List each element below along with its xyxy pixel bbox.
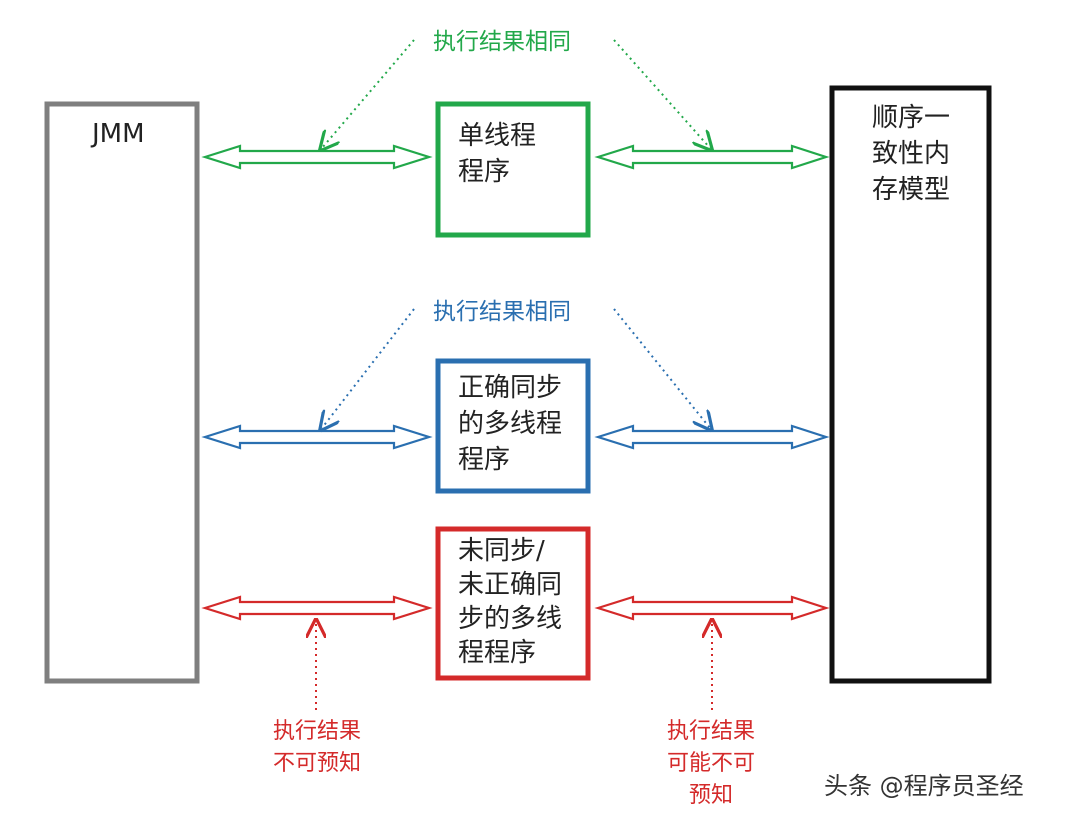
unsynced-line-1: 未同步/ — [458, 536, 545, 566]
blue-pointer-right — [613, 308, 710, 428]
synced-program-box — [435, 358, 591, 494]
double-arrow-synced-sc — [594, 424, 830, 450]
unsynced-line-2: 未正确同 — [458, 570, 563, 600]
sc-line-2: 致性内 — [871, 139, 950, 169]
unsynced-line-4: 程程序 — [458, 638, 537, 668]
jmm-label: JMM — [92, 119, 145, 149]
single-line-2: 程序 — [458, 157, 511, 187]
sc-line-1: 顺序一 — [871, 103, 950, 133]
double-arrow-jmm-synced — [201, 424, 433, 450]
synced-result-same-note: 执行结果相同 — [433, 299, 571, 325]
unsynced-line-3: 步的多线 — [458, 604, 563, 634]
sc-line-3: 存模型 — [871, 175, 950, 205]
maybe-line-1: 执行结果 — [666, 719, 755, 744]
unsynced-unpredictable-note: 执行结果 不可预知 — [258, 716, 376, 780]
double-arrow-jmm-unsynced — [201, 595, 433, 621]
unsynced-program-box — [435, 526, 591, 681]
sc-memory-model-box — [829, 85, 992, 684]
double-arrow-jmm-single — [201, 144, 433, 170]
maybe-line-2: 可能不可 — [666, 751, 755, 776]
unpredictable-line-2: 不可预知 — [272, 751, 361, 776]
jmm-box — [44, 101, 200, 684]
synced-program-label: 正确同步 的多线程 程序 — [458, 370, 588, 478]
synced-line-1: 正确同步 — [458, 373, 563, 403]
double-arrow-single-sc — [594, 144, 830, 170]
single-thread-program-label: 单线程 程序 — [458, 118, 588, 190]
synced-line-2: 的多线程 — [458, 409, 563, 439]
green-pointer-right — [613, 39, 710, 148]
green-pointer-left — [322, 39, 415, 148]
unpredictable-line-1: 执行结果 — [272, 719, 361, 744]
synced-line-3: 程序 — [458, 445, 511, 475]
single-thread-program-box — [435, 101, 591, 238]
single-line-1: 单线程 — [458, 121, 537, 151]
unsynced-program-label: 未同步/ 未正确同 步的多线 程程序 — [458, 534, 588, 670]
sc-memory-model-label: 顺序一 致性内 存模型 — [856, 100, 966, 208]
unsynced-maybe-unpredictable-note: 执行结果 可能不可 预知 — [652, 716, 770, 812]
maybe-line-3: 预知 — [688, 783, 733, 808]
blue-pointer-left — [322, 308, 415, 428]
double-arrow-unsynced-sc — [594, 595, 830, 621]
watermark-text: 头条 @程序员圣经 — [824, 772, 1024, 800]
single-result-same-note: 执行结果相同 — [433, 29, 571, 55]
